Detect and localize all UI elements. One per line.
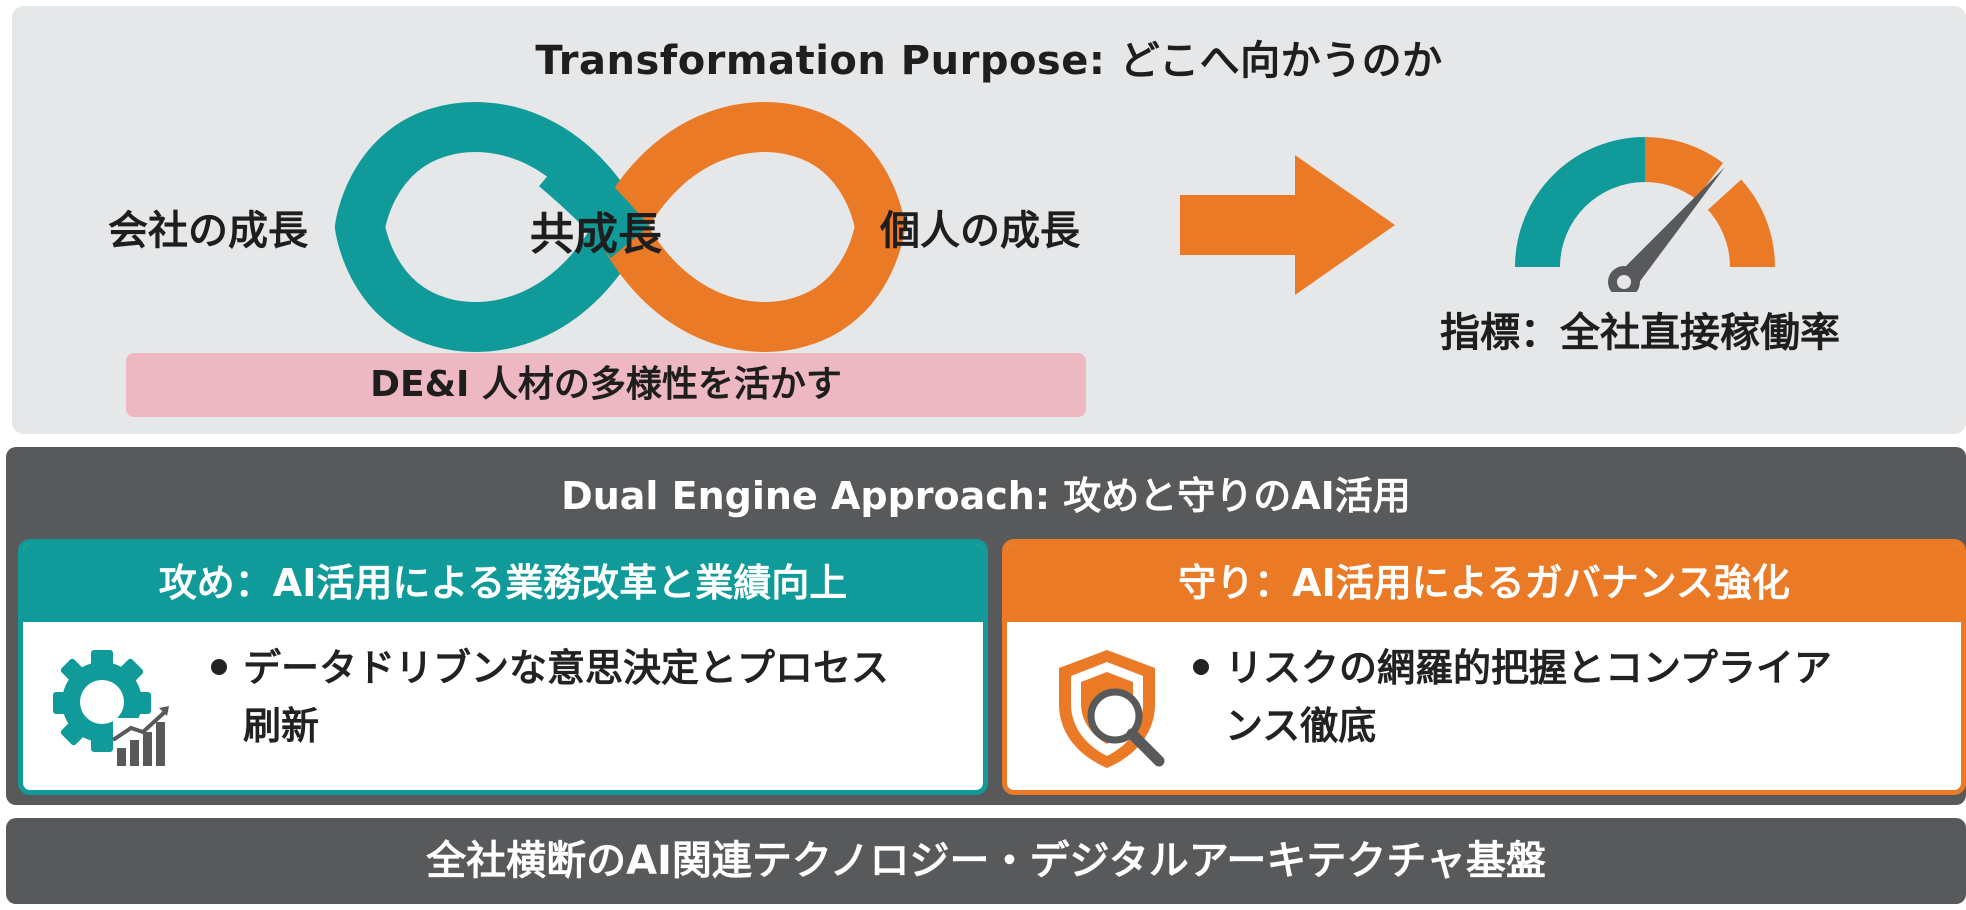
- defense-bullet-line1: リスクの網羅的把握とコンプライア: [1225, 646, 1832, 690]
- metric-label: 指標：全社直接稼働率: [1440, 310, 1840, 356]
- defense-bullet-line2: ンス徹底: [1225, 704, 1377, 748]
- purpose-title: Transformation Purpose: どこへ向かうのか: [535, 38, 1443, 84]
- attack-box: 攻め：AI活用による業務改革と業績向上: [18, 539, 988, 795]
- attack-header: 攻め：AI活用による業務改革と業績向上: [23, 544, 983, 622]
- defense-box: 守り：AI活用によるガバナンス強化 リスクの網羅的把握とコンプライア ンス徹底: [1002, 539, 1966, 795]
- shield-search-icon: [1059, 650, 1165, 768]
- attack-bullet: データドリブンな意思決定とプロセス 刷新: [203, 639, 973, 755]
- company-growth-label: 会社の成長: [108, 208, 308, 254]
- bullet-dot: [211, 658, 227, 675]
- dei-bar: DE&I 人材の多様性を活かす: [126, 353, 1086, 417]
- bullet-dot: [1193, 658, 1209, 675]
- dual-engine-title: Dual Engine Approach: 攻めと守りのAI活用: [561, 474, 1411, 518]
- defense-header: 守り：AI活用によるガバナンス強化: [1007, 544, 1961, 622]
- personal-growth-label: 個人の成長: [880, 208, 1080, 254]
- infinity-loop-icon: [334, 102, 906, 352]
- dual-engine-panel: Dual Engine Approach: 攻めと守りのAI活用 攻め：AI活用…: [6, 447, 1966, 805]
- gear-chart-icon: [53, 650, 171, 768]
- right-arrow-icon: [1180, 155, 1395, 295]
- attack-bullet-line1: データドリブンな意思決定とプロセス: [243, 646, 890, 690]
- defense-bullet: リスクの網羅的把握とコンプライア ンス徹底: [1185, 639, 1955, 755]
- attack-bullet-line2: 刷新: [243, 704, 320, 748]
- co-growth-label: 共成長: [530, 209, 662, 260]
- foundation-bar: 全社横断のAI関連テクノロジー・デジタルアーキテクチャ基盤: [6, 818, 1966, 904]
- gauge-icon: [1515, 137, 1775, 292]
